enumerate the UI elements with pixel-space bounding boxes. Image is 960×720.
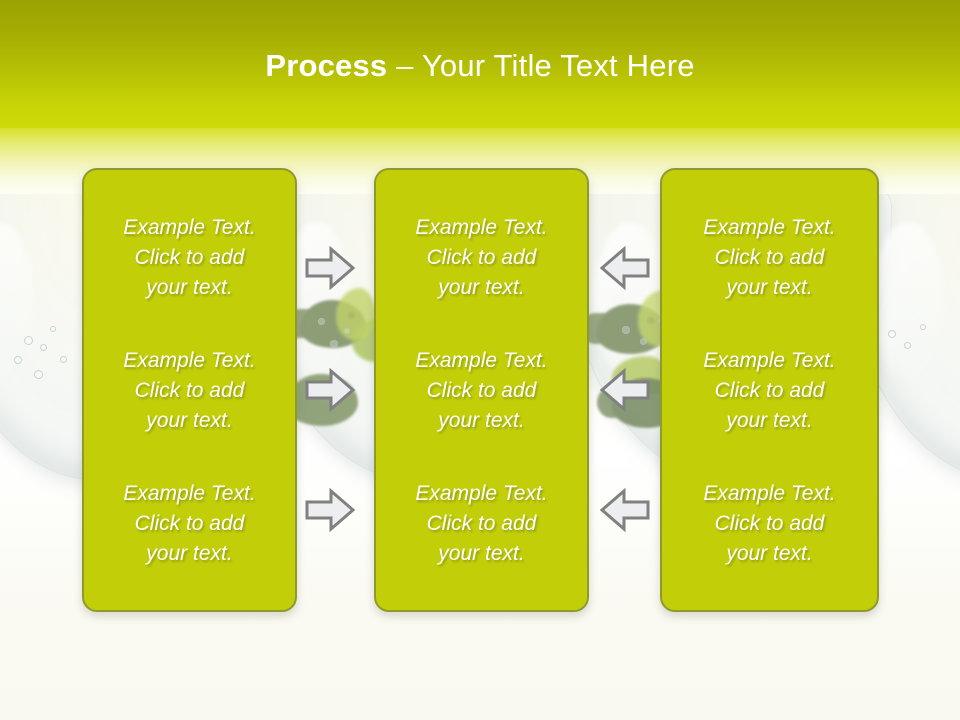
header-band (0, 0, 960, 128)
text-block[interactable]: Example Text. Click to add your text. (415, 482, 548, 565)
bubble (640, 338, 647, 345)
bubble (330, 340, 338, 348)
bubble (888, 330, 896, 338)
bubble (318, 318, 325, 325)
bubble (34, 370, 43, 379)
arrow-left-icon (600, 246, 650, 290)
arrow-right-icon (305, 368, 355, 412)
bubble (344, 328, 350, 334)
bubble (40, 344, 47, 351)
panel-left[interactable]: Example Text. Click to add your text. Ex… (82, 168, 297, 612)
panel-right[interactable]: Example Text. Click to add your text. Ex… (660, 168, 879, 612)
text-block[interactable]: Example Text. Click to add your text. (123, 349, 256, 432)
page-title: Process – Your Title Text Here (0, 48, 960, 84)
text-block[interactable]: Example Text. Click to add your text. (123, 482, 256, 565)
bubble (24, 336, 33, 345)
bubble (60, 356, 67, 363)
text-block[interactable]: Example Text. Click to add your text. (123, 216, 256, 299)
text-block[interactable]: Example Text. Click to add your text. (703, 349, 836, 432)
bowl-glint (872, 221, 945, 380)
panel-center[interactable]: Example Text. Click to add your text. Ex… (374, 168, 589, 612)
text-block[interactable]: Example Text. Click to add your text. (703, 216, 836, 299)
bubble (904, 342, 911, 349)
bubble (50, 326, 56, 332)
arrow-right-icon (305, 488, 355, 532)
bubble (14, 356, 22, 364)
bubble (920, 324, 926, 330)
page-title-rest: – Your Title Text Here (387, 48, 695, 83)
bubble (622, 326, 630, 334)
arrow-right-icon (305, 246, 355, 290)
page-title-bold: Process (265, 48, 388, 83)
text-block[interactable]: Example Text. Click to add your text. (415, 349, 548, 432)
text-block[interactable]: Example Text. Click to add your text. (703, 482, 836, 565)
arrow-left-icon (600, 488, 650, 532)
arrow-left-icon (600, 368, 650, 412)
text-block[interactable]: Example Text. Click to add your text. (415, 216, 548, 299)
leaf-2 (336, 288, 376, 340)
